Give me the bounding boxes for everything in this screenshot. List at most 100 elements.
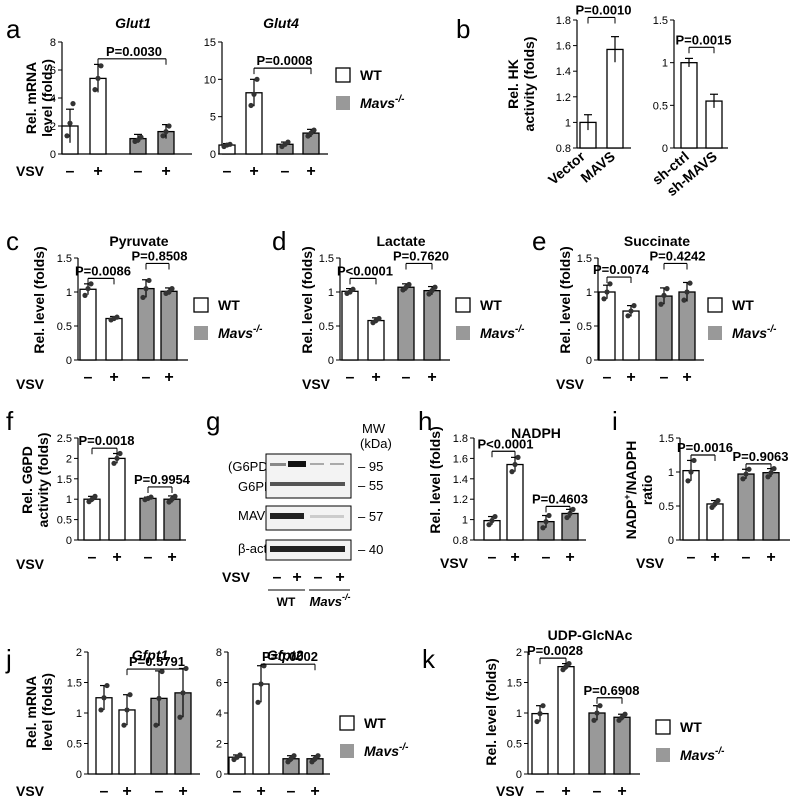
vsv-sign: + — [109, 369, 118, 386]
y-axis-label: Rel. HKactivity (folds) — [505, 37, 537, 132]
blot-row-mavs: MAVS — [238, 508, 274, 523]
vsv-sign: – — [660, 369, 669, 386]
data-point — [591, 717, 597, 723]
vsv-sign: – — [155, 783, 164, 800]
data-point — [604, 289, 610, 295]
vsv-sign: + — [256, 783, 265, 800]
blot-box-g6pd — [265, 453, 352, 499]
data-point — [315, 753, 321, 759]
vsv-sign: – — [287, 783, 296, 800]
y-tick-label: 1 — [328, 287, 334, 299]
y-axis-label: NADP+/NADPHratio — [622, 441, 655, 540]
bar — [108, 457, 126, 541]
y-tick-label: 0 — [516, 769, 522, 781]
y-tick-label: 0 — [210, 149, 216, 161]
vsv-sign: – — [402, 369, 411, 386]
blot-marker-40: – 40 — [358, 542, 383, 557]
vsv-sign: + — [565, 549, 574, 566]
y-tick-label: 1 — [565, 117, 571, 129]
data-point — [566, 660, 572, 667]
data-point — [138, 134, 144, 140]
vsv-sign: – — [603, 369, 612, 386]
data-point — [771, 466, 777, 472]
data-point — [687, 280, 693, 286]
chart-title: NADPH — [511, 425, 561, 441]
legend-label-wt: WT — [360, 67, 382, 83]
data-point — [570, 506, 576, 512]
bar — [139, 497, 157, 541]
bar — [105, 317, 123, 361]
chart-i: 00.511.5NADP+/NADPHratioP=0.0016P=0.9063… — [622, 433, 790, 566]
y-tick-label: 2 — [66, 453, 72, 465]
vsv-sign: – — [542, 549, 551, 566]
data-point — [88, 281, 94, 287]
data-point — [765, 474, 771, 480]
data-point — [255, 699, 261, 705]
y-tick-label: 0.8 — [453, 535, 468, 547]
vsv-label: VSV — [302, 376, 331, 392]
vsv-sign: + — [167, 549, 176, 566]
vsv-sign: + — [682, 369, 691, 386]
data-point — [92, 87, 98, 93]
vsv-sign: – — [687, 549, 696, 566]
data-point — [285, 139, 291, 145]
data-point — [254, 76, 260, 82]
y-axis-label: Rel. level (folds) — [557, 246, 573, 353]
bar — [706, 503, 724, 541]
data-point — [537, 711, 543, 717]
vsv-sign: – — [233, 783, 242, 800]
bar — [531, 712, 549, 775]
vsv-sign: + — [617, 783, 626, 800]
y-tick-label: 1.2 — [453, 494, 468, 506]
data-point — [127, 692, 133, 698]
bar — [682, 469, 700, 541]
y-tick-label: 1 — [76, 708, 82, 720]
y-tick-label: 2.5 — [57, 433, 72, 445]
data-point — [64, 133, 70, 139]
y-tick-label: 1.5 — [67, 678, 82, 690]
data-point — [350, 286, 356, 292]
blot-band — [330, 463, 344, 465]
vsv-sign: – — [134, 163, 143, 180]
data-point — [564, 514, 570, 521]
data-point — [432, 284, 438, 290]
legend-swatch-mavs — [456, 326, 470, 340]
chart-title: Lactate — [376, 233, 425, 249]
bar — [598, 291, 616, 361]
data-point — [159, 668, 165, 675]
y-tick-label: 1 — [662, 58, 668, 70]
panel-label-c: c — [6, 226, 19, 256]
legend-swatch-mavs — [708, 326, 722, 340]
bar — [762, 472, 780, 541]
y-tick-label: 6 — [216, 678, 222, 690]
data-point — [426, 291, 432, 297]
data-point — [594, 710, 600, 716]
y-tick-label: 1.4 — [556, 66, 571, 78]
bar — [160, 290, 178, 361]
data-point — [153, 722, 159, 728]
data-point — [486, 522, 492, 528]
y-tick-label: 0.5 — [67, 739, 82, 751]
p-value-label: P=0.0010 — [575, 2, 631, 17]
western-blot: MW (kDa) (G6PD)2 G6PD MAVS β-actin – 95 … — [222, 421, 392, 609]
y-tick-label: 1 — [516, 708, 522, 720]
bar — [557, 665, 575, 775]
chart-b2: 00.511.5P=0.0015 — [653, 15, 732, 155]
data-point — [622, 711, 628, 717]
y-tick-label: 1.5 — [57, 474, 72, 486]
y-axis-label: Rel. level (folds) — [299, 246, 315, 353]
legend-swatch-wt — [707, 297, 723, 313]
legend-label-wt: WT — [218, 297, 240, 313]
data-point — [166, 289, 172, 295]
vsv-sign: – — [100, 783, 109, 800]
legend-label-mavs: Mavs-/- — [480, 324, 525, 341]
bar — [606, 48, 624, 149]
blot-band — [270, 513, 304, 519]
y-tick-label: 0 — [668, 535, 674, 547]
legend-label-wt: WT — [364, 715, 386, 731]
y-tick-label: 1.5 — [577, 253, 592, 265]
y-tick-label: 0.5 — [659, 501, 674, 513]
